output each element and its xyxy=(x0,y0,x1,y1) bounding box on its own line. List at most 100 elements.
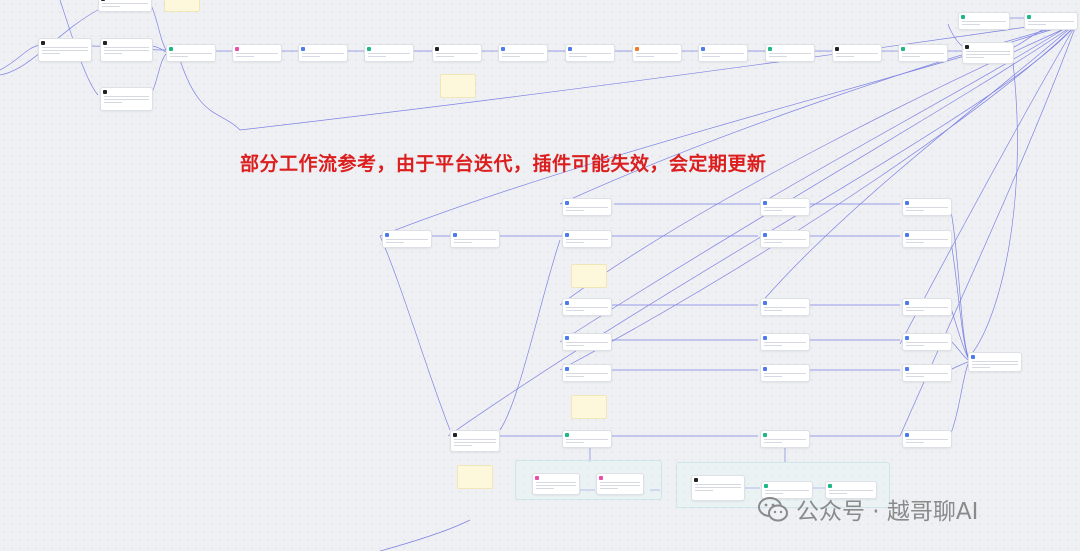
workflow-node[interactable] xyxy=(898,44,948,62)
workflow-node[interactable] xyxy=(100,38,153,62)
workflow-node[interactable] xyxy=(232,44,282,62)
node-icon xyxy=(1027,14,1031,19)
node-icon xyxy=(701,46,705,51)
node-icon xyxy=(961,14,965,19)
node-group[interactable] xyxy=(515,460,662,500)
node-icon xyxy=(763,200,767,205)
node-icon xyxy=(965,44,969,49)
workflow-node[interactable] xyxy=(532,473,580,495)
node-group[interactable] xyxy=(676,462,890,508)
workflow-node[interactable] xyxy=(632,44,682,62)
workflow-node[interactable] xyxy=(765,44,815,62)
node-icon xyxy=(905,200,909,205)
workflow-node[interactable] xyxy=(698,44,748,62)
workflow-node[interactable] xyxy=(825,481,877,499)
sticky-note[interactable] xyxy=(571,264,607,288)
workflow-node[interactable] xyxy=(382,230,432,248)
workflow-node[interactable] xyxy=(596,473,644,495)
node-icon xyxy=(905,232,909,237)
node-icon xyxy=(763,335,767,340)
workflow-node[interactable] xyxy=(364,44,414,62)
workflow-node[interactable] xyxy=(760,333,810,351)
workflow-node[interactable] xyxy=(968,352,1022,372)
workflow-node[interactable] xyxy=(902,198,952,216)
workflow-node[interactable] xyxy=(760,298,810,316)
node-icon xyxy=(103,40,107,45)
workflow-node[interactable] xyxy=(902,430,952,448)
workflow-node[interactable] xyxy=(902,364,952,382)
workflow-node[interactable] xyxy=(450,430,500,452)
watermark: 公众号 · 越哥聊AI xyxy=(758,492,978,526)
workflow-node[interactable] xyxy=(100,87,153,111)
node-icon xyxy=(694,477,698,482)
node-icon xyxy=(385,232,389,237)
workflow-node[interactable] xyxy=(562,298,612,316)
workflow-node[interactable] xyxy=(565,44,615,62)
workflow-node[interactable] xyxy=(562,198,612,216)
node-icon xyxy=(768,46,772,51)
workflow-node[interactable] xyxy=(562,230,612,248)
node-icon xyxy=(901,46,905,51)
node-icon xyxy=(565,300,569,305)
node-icon xyxy=(235,46,239,51)
node-icon xyxy=(599,475,603,480)
node-icon xyxy=(763,432,767,437)
workflow-node[interactable] xyxy=(902,333,952,351)
workflow-node[interactable] xyxy=(760,364,810,382)
workflow-node[interactable] xyxy=(298,44,348,62)
workflow-node[interactable] xyxy=(958,12,1010,30)
node-icon xyxy=(905,335,909,340)
node-icon xyxy=(565,335,569,340)
node-icon xyxy=(763,300,767,305)
node-icon xyxy=(101,0,105,1)
workflow-node[interactable] xyxy=(98,0,152,12)
node-icon xyxy=(41,40,45,45)
node-icon xyxy=(501,46,505,51)
sticky-note[interactable] xyxy=(164,0,200,12)
watermark-text: 公众号 · 越哥聊AI xyxy=(796,499,979,525)
workflow-node[interactable] xyxy=(962,42,1014,64)
node-icon xyxy=(905,300,909,305)
workflow-node[interactable] xyxy=(761,481,813,499)
node-icon xyxy=(301,46,305,51)
notice-banner: 部分工作流参考，由于平台迭代，插件可能失效，会定期更新 xyxy=(240,153,767,175)
workflow-node[interactable] xyxy=(562,333,612,351)
workflow-node[interactable] xyxy=(166,44,216,62)
node-icon xyxy=(435,46,439,51)
workflow-node[interactable] xyxy=(1024,12,1078,30)
node-icon xyxy=(763,366,767,371)
wechat-icon xyxy=(758,497,788,522)
node-icon xyxy=(535,475,539,480)
workflow-node[interactable] xyxy=(38,38,92,62)
workflow-node[interactable] xyxy=(832,44,882,62)
node-icon xyxy=(565,232,569,237)
sticky-note[interactable] xyxy=(457,465,493,489)
node-icon xyxy=(565,366,569,371)
sticky-note[interactable] xyxy=(571,395,607,419)
workflow-node[interactable] xyxy=(498,44,548,62)
node-icon xyxy=(905,432,909,437)
sticky-note[interactable] xyxy=(440,74,476,98)
node-icon xyxy=(453,432,457,437)
node-icon xyxy=(367,46,371,51)
node-icon xyxy=(971,354,975,359)
workflow-node[interactable] xyxy=(450,230,500,248)
node-icon xyxy=(568,46,572,51)
workflow-node[interactable] xyxy=(562,364,612,382)
workflow-node[interactable] xyxy=(760,430,810,448)
node-icon xyxy=(764,483,768,488)
node-icon xyxy=(453,232,457,237)
workflow-node[interactable] xyxy=(902,230,952,248)
node-icon xyxy=(635,46,639,51)
node-icon xyxy=(835,46,839,51)
node-icon xyxy=(905,366,909,371)
workflow-node[interactable] xyxy=(760,230,810,248)
node-icon xyxy=(565,432,569,437)
workflow-node[interactable] xyxy=(902,298,952,316)
node-icon xyxy=(565,200,569,205)
workflow-node[interactable] xyxy=(760,198,810,216)
workflow-node[interactable] xyxy=(691,475,745,501)
workflow-node[interactable] xyxy=(562,430,612,448)
workflow-node[interactable] xyxy=(432,44,482,62)
